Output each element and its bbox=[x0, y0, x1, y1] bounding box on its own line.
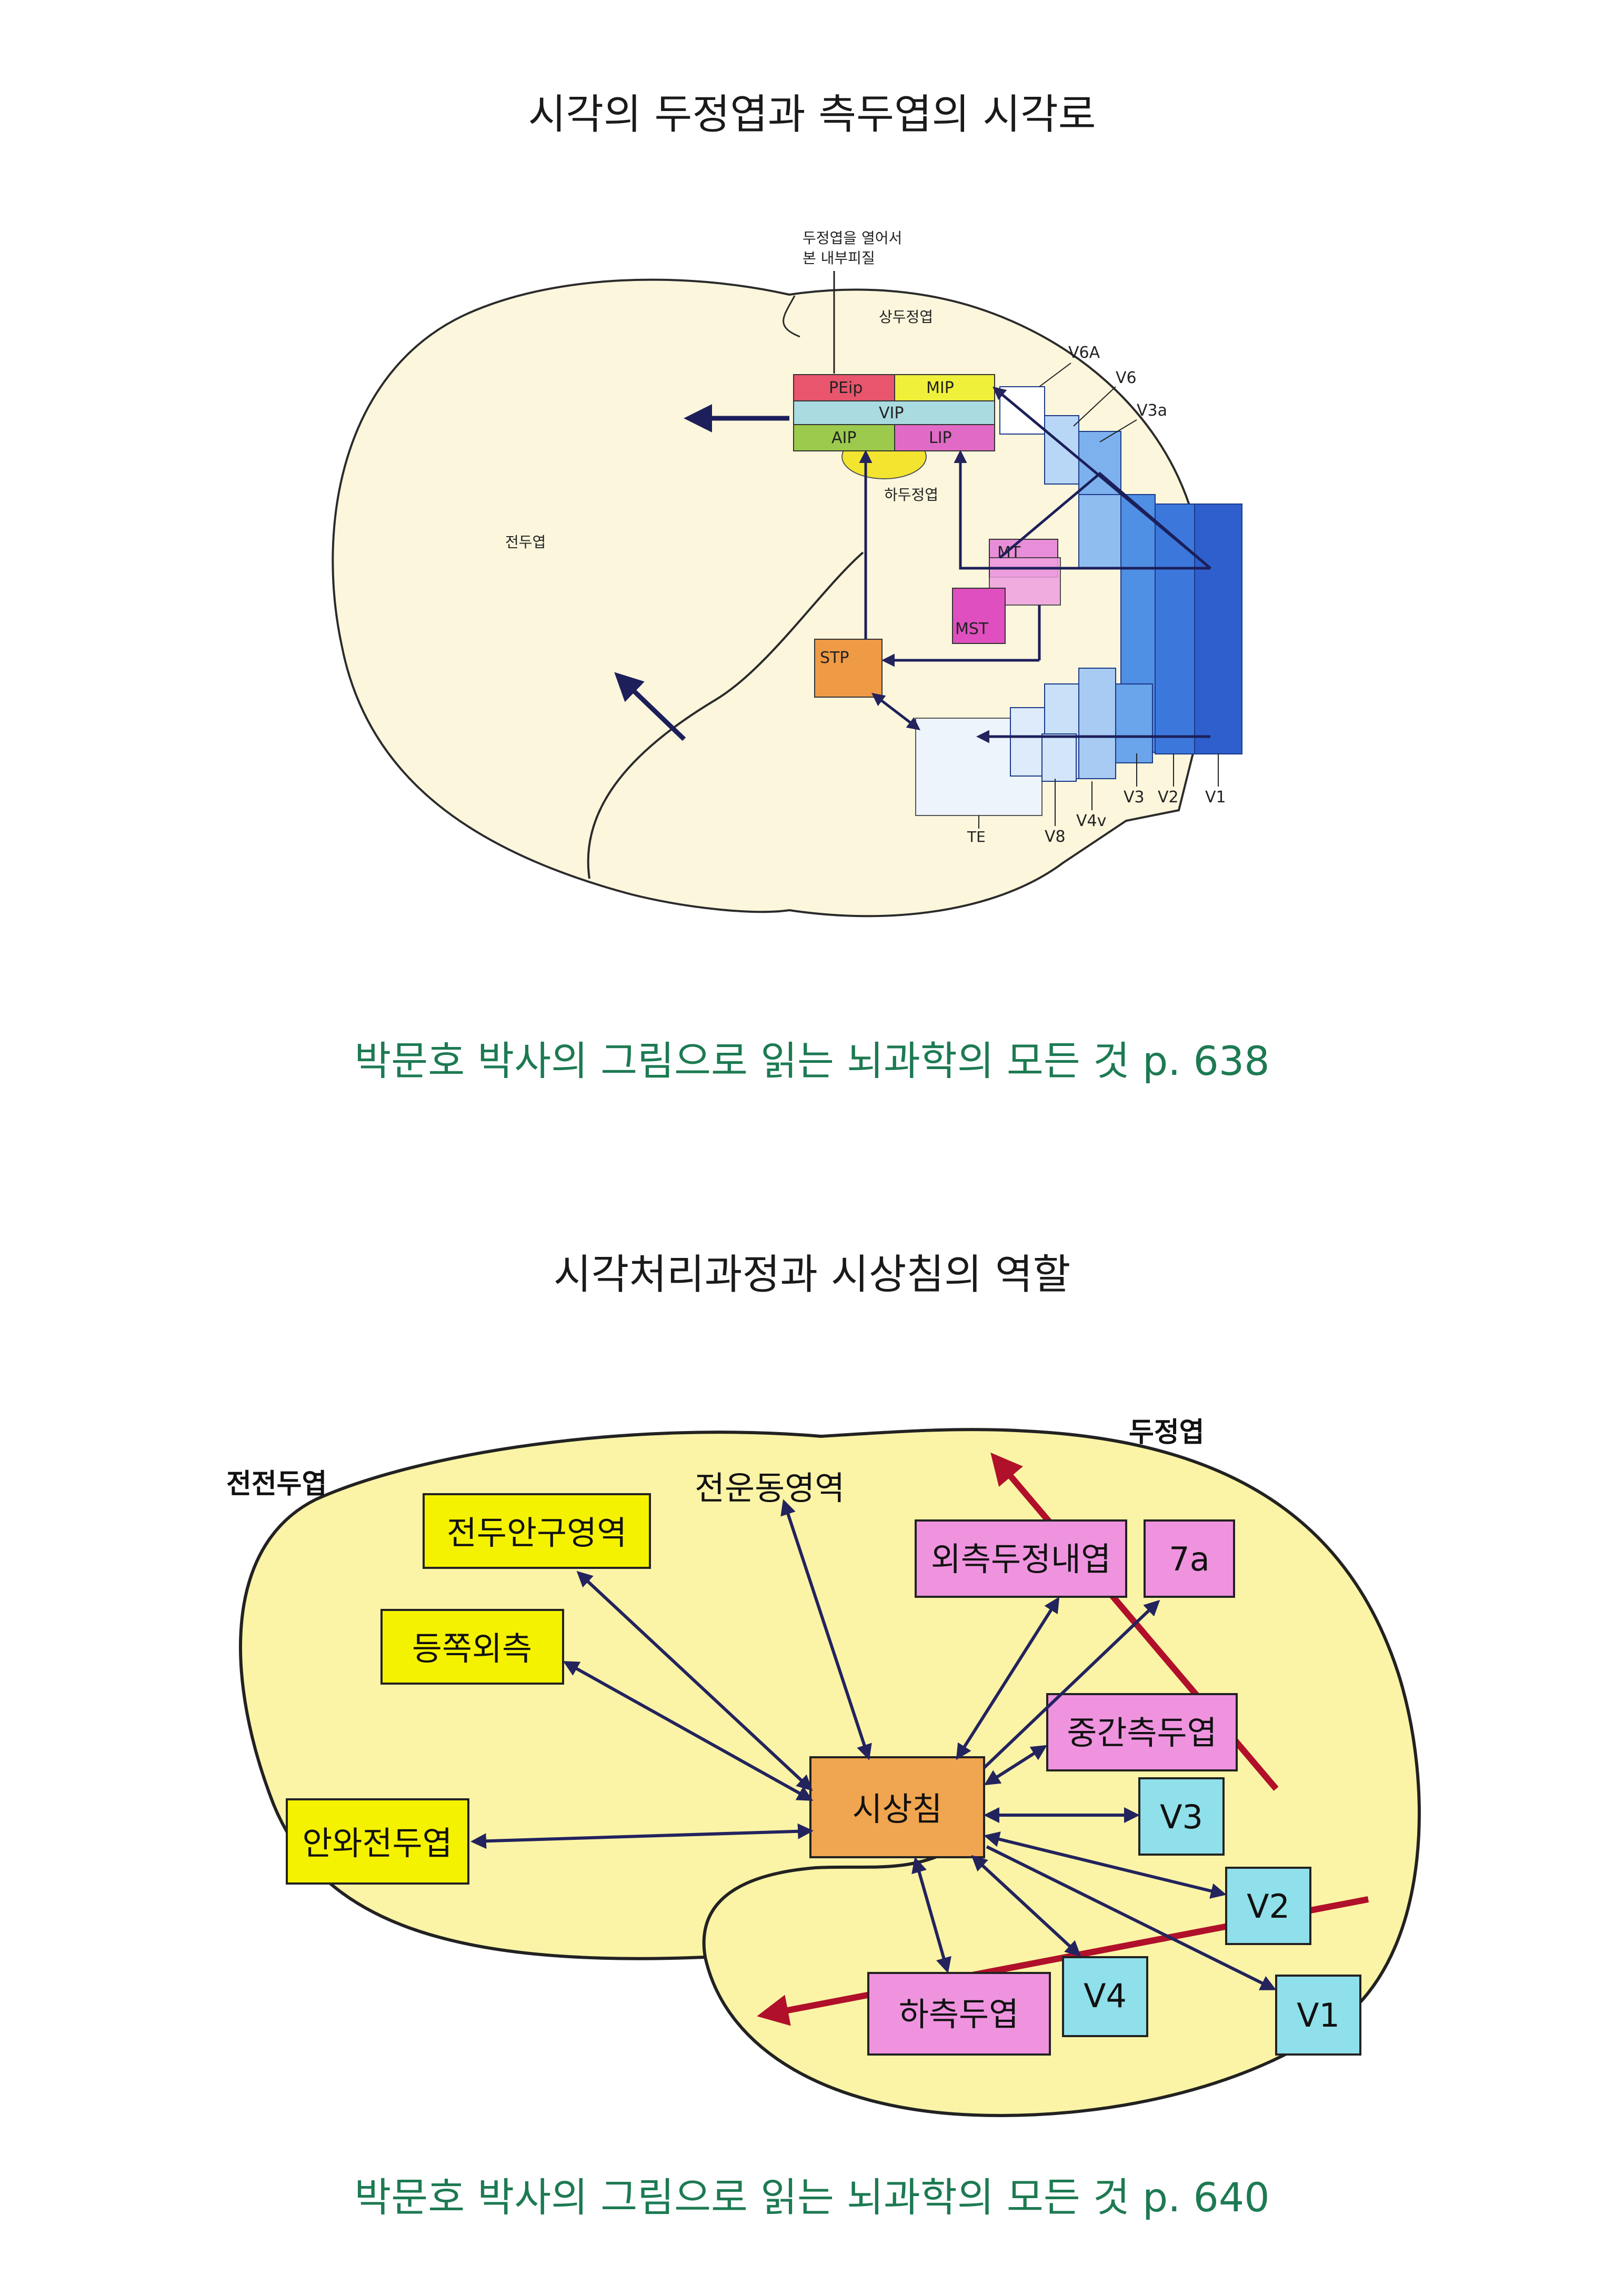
area-v3-label: V3 bbox=[1124, 788, 1145, 807]
arrow-te-stp bbox=[871, 692, 920, 731]
box-v1 bbox=[1275, 1975, 1361, 2056]
label-frontal: 전두엽 bbox=[505, 533, 546, 551]
arrow-mt-to-lip bbox=[954, 450, 1210, 570]
box-v3-label: V3 bbox=[1160, 1798, 1203, 1836]
area-vip bbox=[793, 400, 995, 425]
visual-areas bbox=[999, 386, 1242, 782]
box-middle-temporal bbox=[1046, 1693, 1238, 1771]
diagram2-caption: 박문호 박사의 그림으로 읽는 뇌과학의 모든 것 p. 640 bbox=[354, 2174, 1270, 2221]
area-mip-label: MIP bbox=[926, 379, 954, 397]
temporal-outline-2 bbox=[702, 1850, 948, 1958]
area-lip-label: LIP bbox=[929, 429, 952, 447]
area-mip bbox=[894, 374, 995, 401]
area-mst-label: MST bbox=[955, 620, 989, 638]
box-v2 bbox=[1225, 1867, 1311, 1945]
box-inferior-temporal-label: 하측두엽 bbox=[899, 1995, 1019, 2033]
box-frontal-sulcus-label: 전두안구영역 bbox=[447, 1514, 627, 1552]
area-stp-label: STP bbox=[820, 649, 849, 667]
box-dorsolateral bbox=[380, 1609, 564, 1685]
label-intraparietal: 두정엽을 열어서 bbox=[803, 229, 902, 247]
box-pulvinar-label: 시상침 bbox=[852, 1790, 942, 1828]
box-lateral-intraparietal bbox=[915, 1519, 1127, 1598]
arrow-pulvinar-premotor bbox=[780, 1499, 872, 1760]
arrow-pulvinar-lateral-intraparietal bbox=[956, 1596, 1060, 1760]
temporal-lobe-outline bbox=[587, 551, 864, 879]
area-v4v-label: V4v bbox=[1076, 812, 1106, 830]
arrow-pulvinar-orbitofrontal bbox=[470, 1823, 814, 1849]
box-frontal-sulcus bbox=[423, 1493, 651, 1569]
area-vip-label: VIP bbox=[879, 404, 904, 422]
area-v6-label: V6 bbox=[1116, 369, 1137, 387]
area-v3a-label: V3a bbox=[1137, 401, 1167, 420]
area-v1-label: V1 bbox=[1205, 788, 1226, 807]
arrow-pulvinar-dorsolateral bbox=[563, 1661, 814, 1801]
area-v2-label: V2 bbox=[1158, 788, 1179, 807]
area-v6a-label: V6A bbox=[1068, 344, 1100, 362]
box-inferior-temporal bbox=[867, 1972, 1051, 2056]
box-lateral-intraparietal-label: 외측두정내엽 bbox=[931, 1540, 1111, 1578]
arrow-pulvinar-7a bbox=[983, 1599, 1160, 1769]
arrow-pulvinar-inferior-temporal bbox=[911, 1857, 951, 1973]
area-v8-label: V8 bbox=[1045, 828, 1066, 846]
area-mst bbox=[952, 588, 1006, 644]
area-peip-label: PEip bbox=[829, 379, 863, 397]
box-v2-label: V2 bbox=[1247, 1887, 1290, 1926]
label-inferior-parietal: 하두정엽 bbox=[884, 486, 938, 503]
label-intraparietal2: 본 내부피질 bbox=[803, 249, 875, 267]
box-7a bbox=[1144, 1519, 1235, 1598]
arrow-pulvinar-v2 bbox=[984, 1831, 1227, 1899]
box-v1-label: V1 bbox=[1297, 1996, 1340, 2035]
area-aip-label: AIP bbox=[831, 429, 856, 447]
arrow-temporal-to-frontal bbox=[614, 672, 686, 741]
box-v4-label: V4 bbox=[1084, 1977, 1127, 2015]
line-v1-to-mt bbox=[999, 471, 1211, 569]
label-premotor: 전운동영역 bbox=[695, 1469, 845, 1507]
label-prefrontal: 전전두엽 bbox=[226, 1468, 327, 1500]
label-parietal: 두정엽 bbox=[1129, 1417, 1205, 1448]
label-superior-parietal: 상두정엽 bbox=[879, 308, 933, 326]
central-sulcus bbox=[783, 295, 800, 338]
box-7a-label: 7a bbox=[1169, 1540, 1209, 1578]
area-te-label: TE bbox=[967, 828, 986, 845]
area-lip bbox=[894, 424, 995, 451]
box-dorsolateral-label: 등쪽외측 bbox=[412, 1629, 532, 1668]
diagram2-heading: 시각처리과정과 시상침의 역할 bbox=[553, 1251, 1071, 1298]
box-v4 bbox=[1062, 1956, 1148, 2037]
box-pulvinar bbox=[809, 1756, 985, 1858]
box-orbitofrontal-label: 안와전두엽 bbox=[302, 1824, 452, 1862]
diagram1-heading: 시각의 두정엽과 측두엽의 시각로 bbox=[528, 91, 1096, 138]
box-orbitofrontal bbox=[286, 1798, 469, 1885]
diagram1-caption: 박문호 박사의 그림으로 읽는 뇌과학의 모든 것 p. 638 bbox=[354, 1038, 1270, 1084]
box-middle-temporal-label: 중간측두엽 bbox=[1067, 1714, 1217, 1752]
area-stp bbox=[814, 639, 883, 698]
arrow-pulvinar-middle-temporal bbox=[984, 1745, 1048, 1786]
arrow-pulvinar-v4 bbox=[971, 1855, 1081, 1957]
